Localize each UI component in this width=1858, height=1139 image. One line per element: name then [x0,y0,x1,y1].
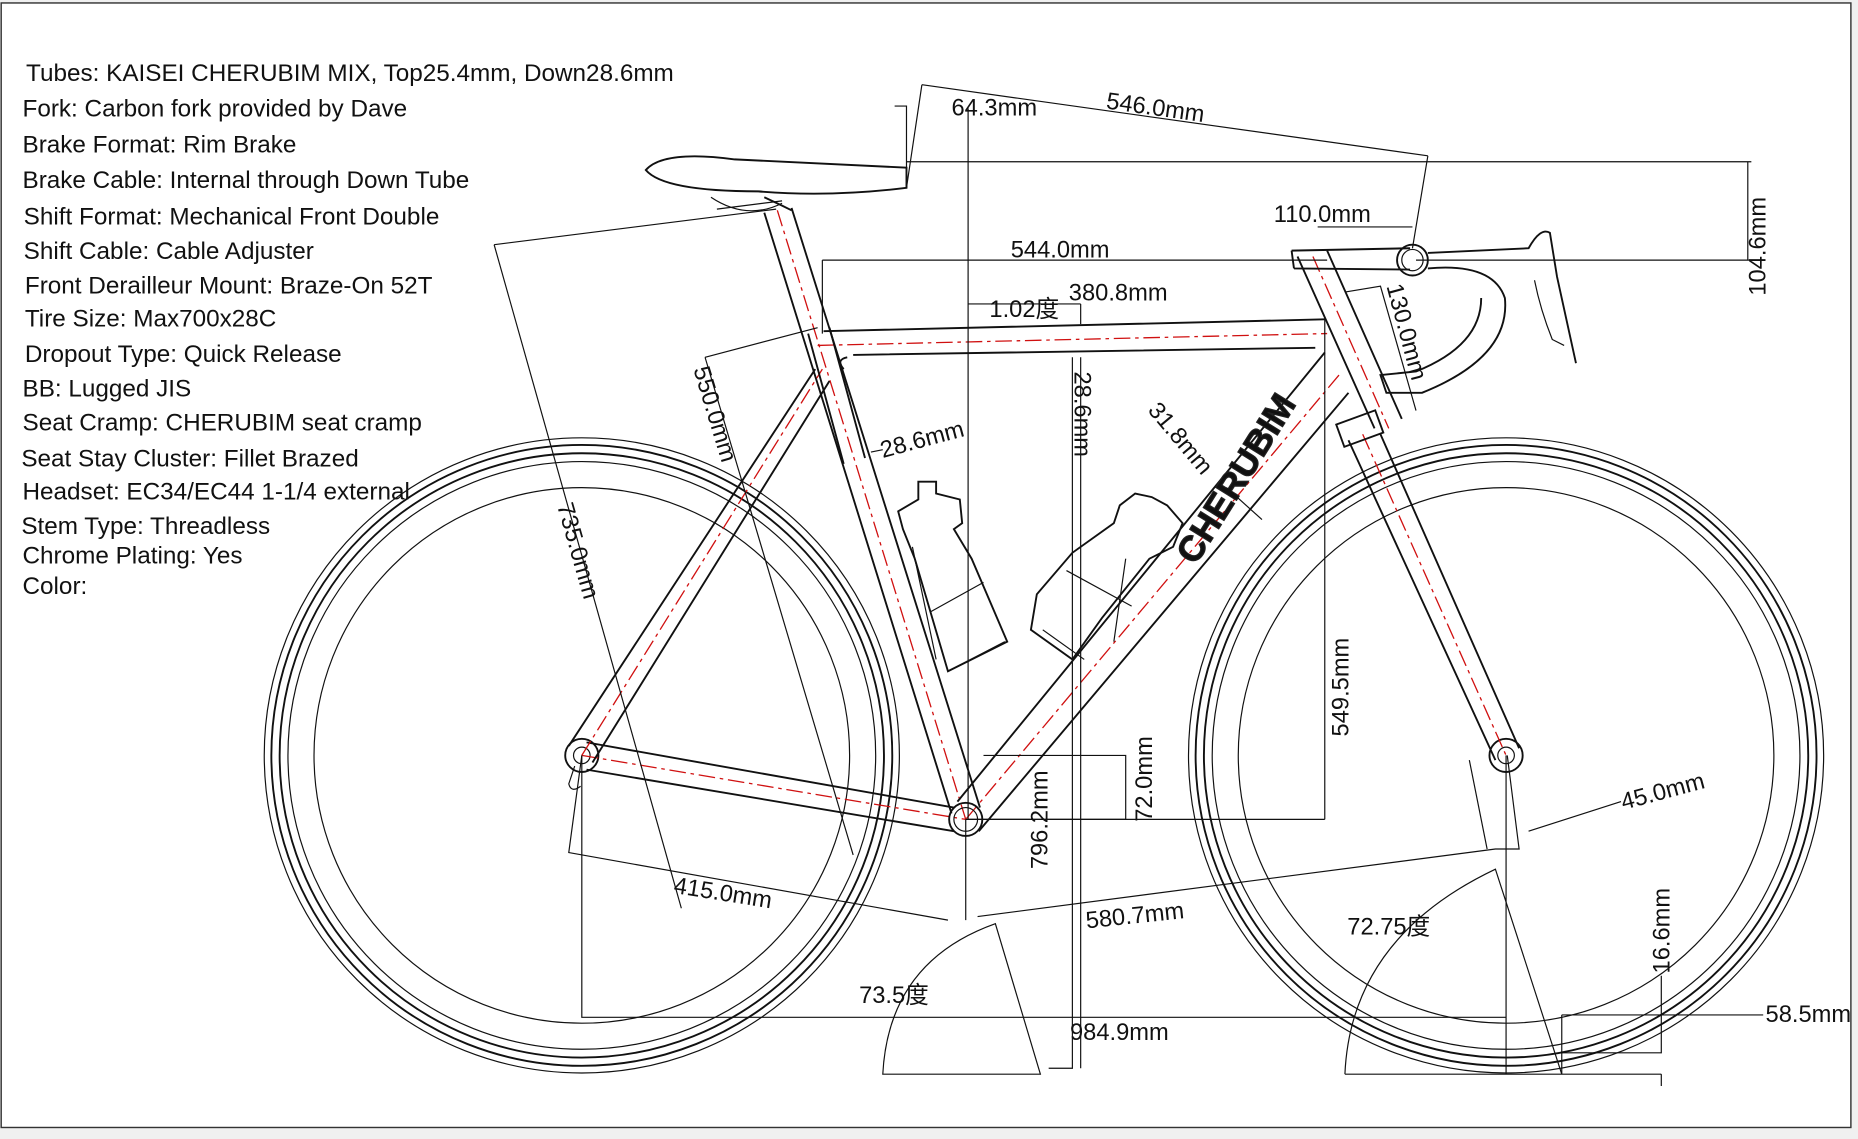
dim-top-tube-horizontal: 380.8mm [1069,280,1168,306]
dim-bar-drop: 104.6mm [1746,197,1772,296]
dim-stem-length: 110.0mm [1274,202,1371,228]
spec-seat-cramp: Seat Cramp: CHERUBIM seat cramp [23,410,422,437]
spec-color: Color: [23,573,88,600]
spec-tire-size: Tire Size: Max700x28C [25,305,276,332]
spec-stem: Stem Type: Threadless [21,513,270,540]
dim-wheelbase: 984.9mm [1070,1020,1169,1046]
spec-brake-cable: Brake Cable: Internal through Down Tube [23,167,470,194]
spec-headset: Headset: EC34/EC44 1-1/4 external [23,478,410,505]
dim-stack: 549.5mm [1328,638,1354,737]
dim-bar-height: 796.2mm [1027,770,1053,869]
dim-saddle-setback: 64.3mm [952,96,1038,122]
dimension-lines [493,84,1764,1087]
spec-shift-cable: Shift Cable: Cable Adjuster [24,238,314,265]
spec-chrome: Chrome Plating: Yes [23,542,243,569]
dim-trail: 58.5mm [1766,1002,1852,1028]
spec-seat-stay: Seat Stay Cluster: Fillet Brazed [21,445,358,472]
spec-dropout: Dropout Type: Quick Release [25,341,342,368]
saddle [644,155,908,212]
dim-top-tube: 544.0mm [1011,238,1110,264]
dim-bb-drop: 72.0mm [1132,736,1158,822]
dim-seat-angle: 73.5度 [859,982,929,1009]
spec-brake-format: Brake Format: Rim Brake [23,131,297,158]
dim-toe-overlap: 16.6mm [1650,888,1676,974]
spec-bb: BB: Lugged JIS [23,375,192,402]
spec-tubes: Tubes: KAISEI CHERUBIM MIX, Top25.4mm, D… [26,60,674,87]
spec-fd-mount: Front Derailleur Mount: Braze-On 52T [25,272,433,299]
spec-shift-format: Shift Format: Mechanical Front Double [24,204,440,231]
dim-top-tube-slope: 1.02度 [989,296,1059,323]
dim-down-tube-diameter: 28.6mm [1069,371,1095,457]
dim-head-angle: 72.75度 [1347,913,1430,940]
spec-fork: Fork: Carbon fork provided by Dave [23,96,408,123]
bottle-cages [897,480,1184,673]
spec-list: Tubes: KAISEI CHERUBIM MIX, Top25.4mm, D… [21,60,673,600]
